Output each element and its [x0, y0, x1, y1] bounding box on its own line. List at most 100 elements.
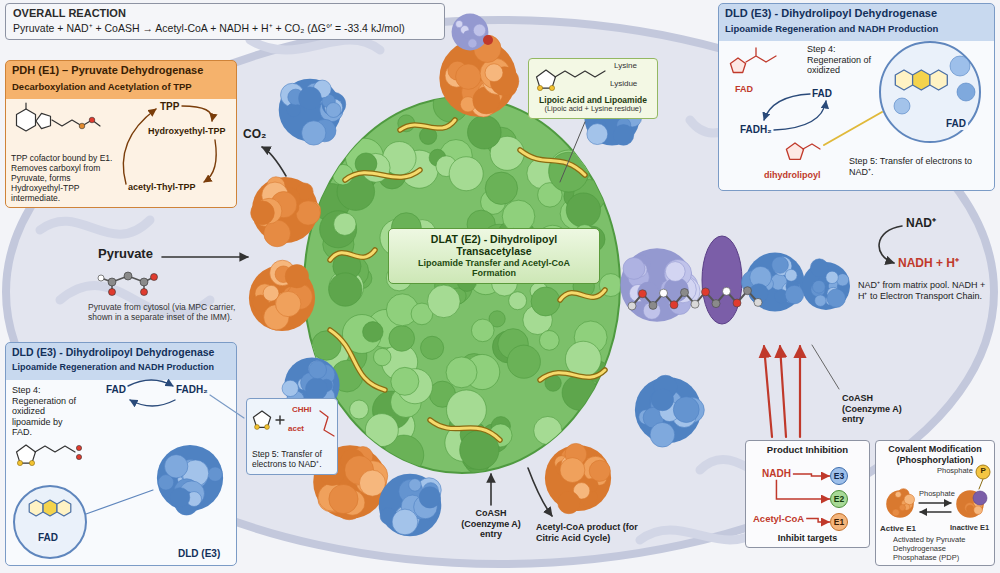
e2-lobe — [566, 193, 600, 227]
blob-lobe — [282, 380, 298, 396]
substrate-label: Pyruvate — [98, 246, 153, 261]
blob-lobe — [276, 291, 301, 316]
flavin-ring — [57, 500, 71, 516]
atom — [255, 425, 260, 430]
cycle-arrow — [123, 109, 156, 184]
atom — [628, 302, 636, 310]
text-slot: Pyruvate — [98, 246, 153, 261]
atom — [141, 289, 148, 296]
text-slot: FAD — [36, 532, 60, 544]
blob-lobe — [329, 484, 358, 513]
blob-lobe — [650, 422, 675, 447]
ring — [730, 58, 745, 73]
bond — [25, 103, 26, 109]
inhibition-arrow — [799, 346, 801, 437]
blob-base — [249, 265, 315, 331]
e1-subunit — [249, 260, 315, 331]
atom — [76, 445, 81, 450]
node-heading: E1 — [831, 514, 847, 530]
e1-subunit — [251, 177, 321, 247]
panel-text: Lipoamide Regeneration and NADH Producti… — [12, 362, 234, 373]
node-heading: Acetyl-CoA — [753, 513, 804, 524]
text-slot: NAD⁺ from matrix pool. NADH + H⁺ to Elec… — [858, 280, 995, 301]
e2-lobe — [446, 357, 477, 388]
blob-lobe — [836, 274, 848, 286]
lipoyl-arm — [430, 420, 500, 440]
blob-lobe — [306, 378, 328, 400]
blob-lobe — [623, 258, 645, 280]
blob-lobe — [285, 265, 308, 288]
atom — [151, 274, 158, 281]
text-slot: FADH₂ — [176, 384, 208, 396]
blob-base — [620, 248, 694, 322]
flavin-ring — [895, 70, 912, 90]
panel-heading: Covalent Modification (Phosphorylation) — [878, 444, 992, 465]
atom — [670, 301, 678, 309]
molecule-label: CHHI — [292, 405, 312, 414]
e2-lobe — [389, 326, 415, 352]
active-site — [483, 35, 493, 45]
blob-lobe — [899, 504, 905, 510]
blob-lobe — [613, 125, 634, 146]
blob-lobe — [673, 397, 699, 423]
lipoyl-arm-outline — [345, 170, 420, 180]
blob-lobe — [785, 269, 797, 281]
atom — [98, 275, 104, 281]
blob-lobe — [392, 509, 418, 535]
e2-lobe — [363, 322, 384, 343]
e3-dimer — [802, 259, 850, 310]
panel-heading: DLD (E3) - Dihydrolipoyl Dehydrogenase — [12, 346, 234, 358]
leader-line — [210, 395, 244, 418]
cofactor-label: NAD⁺ — [906, 216, 936, 230]
cycle-label: FAD — [106, 384, 126, 396]
blob-lobe — [815, 295, 827, 307]
blob-lobe — [264, 220, 291, 247]
node-heading: E2 — [831, 491, 847, 507]
panel-text: Step 4: Regeneration of oxidized lipoami… — [12, 385, 82, 438]
flow-arrow — [490, 474, 492, 505]
lipoyl-arm — [400, 120, 455, 130]
cycle-label: FADH₂ — [740, 124, 772, 136]
blob-lobe — [904, 494, 915, 505]
atom — [89, 117, 95, 123]
protein-lobe — [950, 56, 970, 76]
ring — [36, 113, 51, 128]
cycle-label: acetyl-Thyl-TPP — [128, 182, 196, 193]
e2-lobe — [374, 348, 391, 365]
enzyme-name: DLD (E3) — [178, 548, 220, 560]
node-text: Lipoamide Transfer and Acetyl-CoA Format… — [395, 258, 593, 279]
e2-core — [304, 97, 620, 473]
text-slot: Lipoamide Regeneration and NADH Producti… — [725, 23, 990, 34]
molecule-label: Lysine — [614, 61, 637, 70]
product-label: Acetyl-CoA product (for Citric Acid Cycl… — [536, 522, 640, 543]
blob-base — [379, 474, 442, 537]
lipoyl-arm — [345, 170, 420, 180]
atom — [639, 290, 647, 298]
reaction-box: OVERALL REACTIONPyruvate + NAD⁺ + CoASH … — [5, 3, 445, 40]
lipoyl-arm-outline — [540, 370, 605, 380]
atom — [723, 287, 731, 295]
atom — [29, 460, 34, 465]
blob-lobe — [587, 124, 608, 145]
inhibition-connector — [776, 480, 830, 499]
e3-subunit — [379, 474, 442, 537]
blob-lobe — [464, 31, 472, 39]
atom — [124, 272, 132, 280]
blob-lobe — [643, 302, 660, 319]
ring — [786, 143, 803, 159]
inset-circle — [880, 42, 980, 142]
atom — [733, 299, 741, 307]
bond — [979, 479, 983, 489]
text-slot: dihydrolipoyl — [764, 170, 821, 181]
blob-lobe — [468, 39, 477, 48]
text-slot: TPP — [160, 101, 179, 113]
text-slot: Inactive E1 — [950, 524, 989, 533]
panel-text: TPP cofactor bound by E1. Removes carbox… — [11, 153, 117, 203]
e1-subunit — [545, 443, 611, 513]
node-text: (Lipoic acid + Lysine residue) — [533, 105, 653, 114]
enzyme-label: DLAT (E2) - Dihydrolipoyl Transacetylase… — [388, 228, 600, 284]
blob-lobe — [560, 458, 585, 483]
inhibition-connector — [806, 519, 830, 522]
e2-lobe — [485, 172, 517, 204]
binding-protein — [620, 248, 700, 322]
